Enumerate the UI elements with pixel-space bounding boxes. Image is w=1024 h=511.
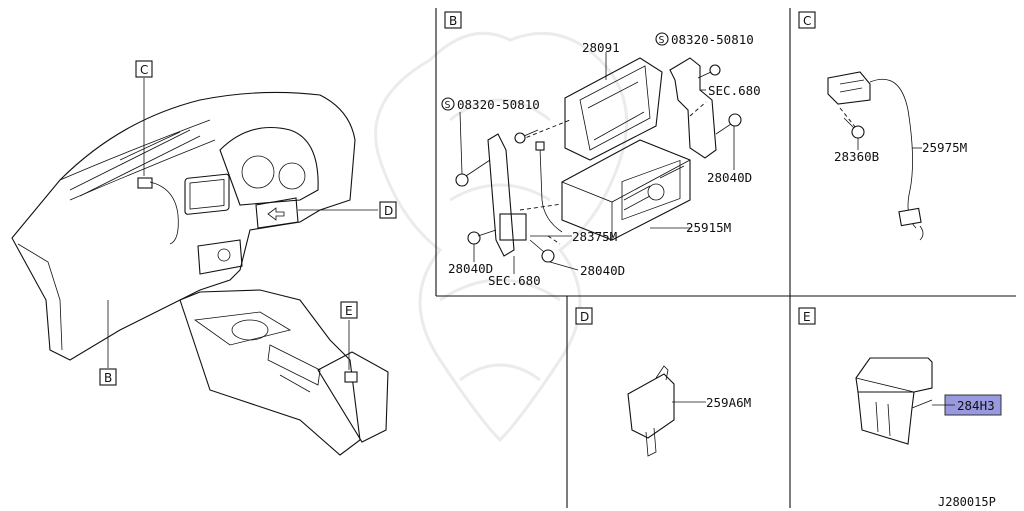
bolt-icon	[843, 117, 865, 139]
label-25975m: 25975M	[922, 140, 967, 155]
diagram-code: J280015P	[938, 495, 996, 509]
callout-e: E	[340, 301, 358, 319]
label-28360b: 28360B	[834, 149, 879, 164]
screw-symbol-icon: S	[441, 97, 455, 111]
svg-text:D: D	[384, 204, 393, 218]
bolt-icon	[514, 129, 539, 144]
svg-text:B: B	[449, 14, 457, 28]
panel-label-d: D	[575, 307, 593, 325]
label-28040d-bottom: 28040D	[580, 263, 625, 278]
panel-e-drawing	[855, 357, 933, 445]
dashboard-overview	[11, 78, 389, 456]
panel-label-e: E	[798, 307, 816, 325]
panel-frames	[435, 8, 1016, 508]
callout-b: B	[99, 368, 117, 386]
label-28375m: 28375M	[572, 229, 617, 244]
watermark-crest	[374, 31, 629, 443]
panel-label-c: C	[798, 11, 816, 29]
bolt-icon	[529, 239, 555, 263]
label-28091: 28091	[582, 40, 620, 55]
screw-symbol-icon: S	[655, 32, 669, 46]
svg-text:D: D	[580, 310, 589, 324]
panel-b-drawing	[455, 52, 742, 274]
label-08320-top: 08320-50810	[671, 32, 754, 47]
svg-text:C: C	[803, 14, 811, 28]
svg-text:C: C	[140, 63, 148, 77]
label-25915m: 25915M	[686, 220, 731, 235]
label-28040d-left: 28040D	[448, 261, 493, 276]
label-sec680-top: SEC.680	[708, 83, 761, 98]
bolt-icon	[467, 229, 497, 245]
label-284h3[interactable]: 284H3	[957, 398, 995, 413]
svg-text:S: S	[445, 100, 451, 111]
label-08320-left: 08320-50810	[457, 97, 540, 112]
panel-d-drawing	[627, 365, 706, 457]
label-28040d-right: 28040D	[707, 170, 752, 185]
label-sec680-bottom: SEC.680	[488, 273, 541, 288]
bolt-icon	[455, 159, 491, 187]
svg-text:B: B	[104, 371, 112, 385]
callout-d: D	[379, 201, 397, 219]
svg-text:E: E	[345, 304, 353, 318]
svg-text:S: S	[659, 35, 665, 46]
label-259a6m: 259A6M	[706, 395, 751, 410]
svg-text:E: E	[803, 310, 811, 324]
bolt-icon	[697, 64, 721, 79]
panel-label-b: B	[444, 11, 462, 29]
panel-c-drawing	[827, 71, 924, 241]
callout-c: C	[135, 60, 153, 78]
bolt-icon	[715, 113, 742, 135]
